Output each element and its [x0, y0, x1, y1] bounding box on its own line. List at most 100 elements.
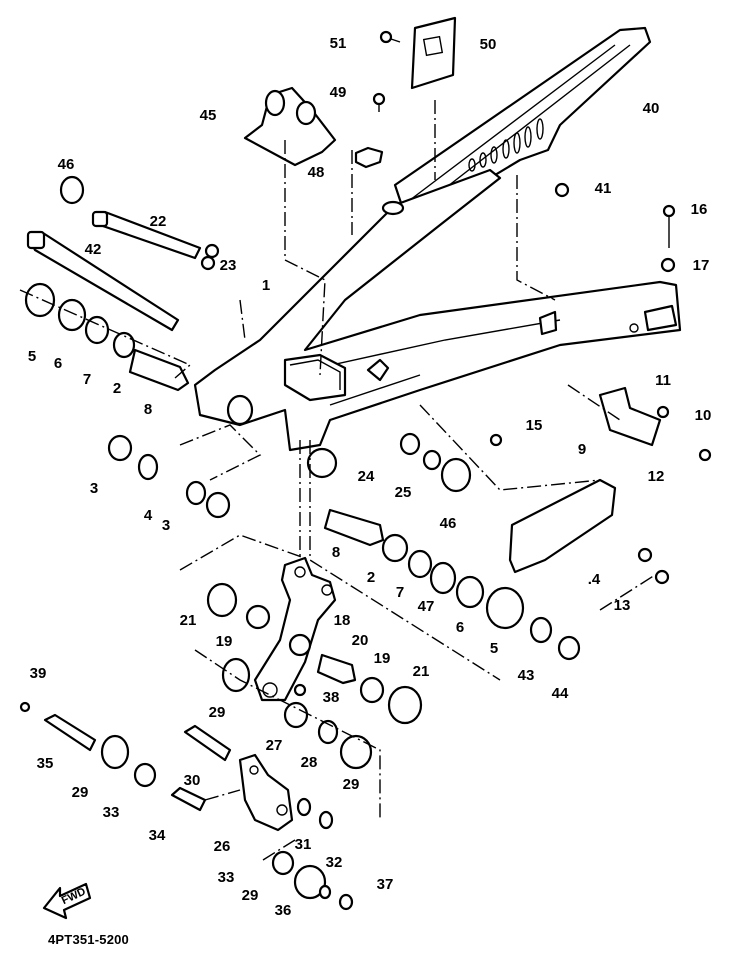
callout-1: 1 — [262, 277, 270, 294]
bolt-49-part — [372, 92, 386, 112]
swingarm-part — [193, 168, 682, 479]
bolt-41-part — [554, 182, 570, 198]
collar-33b-part — [271, 850, 295, 876]
callout-18: 18 — [334, 612, 351, 629]
callout-23: 23 — [220, 257, 237, 274]
callout-16: 16 — [691, 201, 708, 218]
nut-14-part — [637, 547, 653, 563]
bolt-10-part — [698, 448, 712, 462]
callout-29: 29 — [209, 704, 226, 721]
callout-39: 39 — [30, 665, 47, 682]
callout-50: 50 — [480, 36, 497, 53]
clamp-48-part — [354, 146, 384, 169]
collar-19b-part — [359, 676, 385, 704]
callout-24: 24 — [358, 468, 375, 485]
seal-29d-part — [293, 864, 327, 900]
callout-42: 42 — [85, 241, 102, 258]
callout-44: 44 — [552, 685, 569, 702]
callout-19: 19 — [374, 650, 391, 667]
bolt-16-part — [662, 204, 676, 248]
seal-29b-part — [339, 734, 373, 770]
callout-31: 31 — [295, 836, 312, 853]
callout-37: 37 — [377, 876, 394, 893]
callout-6: 6 — [456, 619, 464, 636]
plate-part — [410, 16, 457, 90]
callout-43: 43 — [518, 667, 535, 684]
grease-nipple-38-part — [293, 683, 307, 697]
callout-2: 2 — [113, 380, 121, 397]
seal-29a-part — [221, 657, 251, 693]
relay-arm-part — [253, 556, 337, 702]
callout-4: 4 — [144, 507, 153, 524]
collar-20-part — [316, 653, 357, 685]
washer-31-part — [296, 797, 312, 817]
fwd-direction-arrow: FWD — [42, 882, 92, 920]
chain-slider-12-part — [508, 478, 617, 574]
callout-5: 5 — [490, 640, 498, 657]
callout-30: 30 — [184, 772, 201, 789]
pivot-stack-left — [24, 282, 190, 392]
seal-29c-part — [100, 734, 130, 770]
nut-11-part — [656, 405, 670, 419]
callout-2: 2 — [367, 569, 375, 586]
callout-9: 9 — [578, 441, 586, 458]
bolt-35-part — [43, 713, 97, 752]
callout-46: 46 — [440, 515, 457, 532]
link-26-part — [238, 753, 294, 832]
callout-28: 28 — [301, 754, 318, 771]
callout-40: 40 — [643, 100, 660, 117]
pivot-stack-right — [323, 432, 581, 661]
callout-8: 8 — [332, 544, 340, 561]
callout-15: 15 — [526, 417, 543, 434]
callout-35: 35 — [37, 755, 54, 772]
collar-46-part — [59, 175, 85, 205]
callout-6: 6 — [54, 355, 62, 372]
callout-17: 17 — [693, 257, 710, 274]
callout-33: 33 — [218, 869, 235, 886]
callout-3: 3 — [90, 480, 98, 497]
callout-13: 13 — [614, 597, 631, 614]
callout-33: 33 — [103, 804, 120, 821]
cover-part — [243, 86, 337, 167]
callout-51: 51 — [330, 35, 347, 52]
collar-33a-part — [133, 762, 157, 788]
callout-20: 20 — [352, 632, 369, 649]
callout-32: 32 — [326, 854, 343, 871]
nut-32-part — [318, 810, 334, 830]
bolt-51-part — [379, 30, 401, 44]
seal-21b-part — [387, 685, 423, 725]
assembly-guide-lines — [19, 100, 656, 861]
callout-34: 34 — [149, 827, 166, 844]
clip-15-part — [489, 433, 503, 447]
bushing-27-part — [283, 701, 309, 729]
washer-17-part — [660, 257, 676, 273]
washer-23-part — [200, 255, 216, 271]
callout-8: 8 — [144, 401, 152, 418]
bolt-30-part — [183, 724, 232, 762]
callout-21: 21 — [413, 663, 430, 680]
callout-46: 46 — [58, 156, 75, 173]
callout-48: 48 — [308, 164, 325, 181]
nut-37-part — [338, 893, 354, 911]
callout-21: 21 — [180, 612, 197, 629]
callout-4: .4 — [588, 571, 601, 588]
callout-29: 29 — [72, 784, 89, 801]
bolt-13-part — [654, 569, 670, 585]
callout-26: 26 — [214, 838, 231, 855]
callout-36: 36 — [275, 902, 292, 919]
callout-25: 25 — [395, 484, 412, 501]
washer-36-part — [318, 884, 332, 900]
callout-41: 41 — [595, 180, 612, 197]
callout-7: 7 — [83, 371, 91, 388]
callout-29: 29 — [242, 887, 259, 904]
callout-49: 49 — [330, 84, 347, 101]
callout-7: 7 — [396, 584, 404, 601]
grease-nipple-39-part — [19, 701, 31, 713]
callout-12: 12 — [648, 468, 665, 485]
callout-27: 27 — [266, 737, 283, 754]
callout-5: 5 — [28, 348, 36, 365]
bearing-set-upper — [107, 434, 231, 519]
callout-10: 10 — [695, 407, 712, 424]
